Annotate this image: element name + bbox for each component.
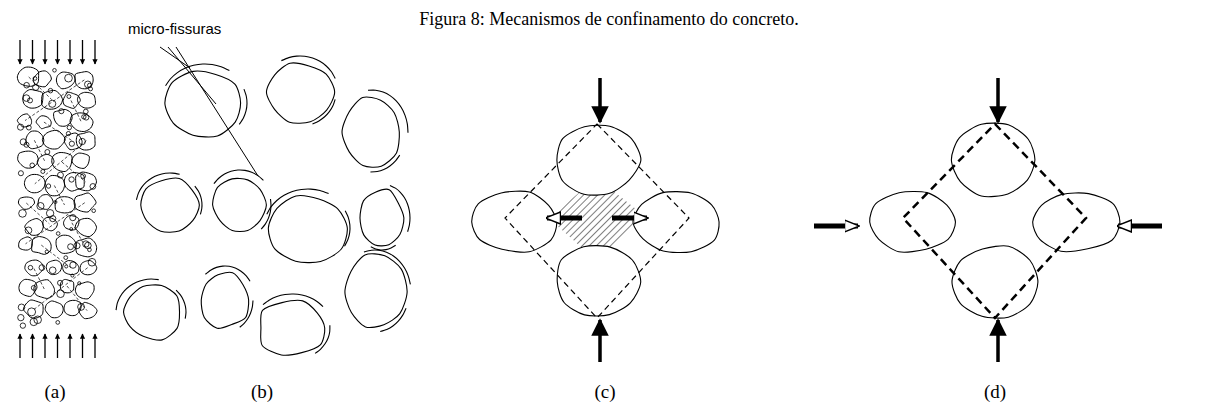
panel-label: (d): [984, 381, 1006, 403]
confinement-external-pressure: [814, 78, 1162, 362]
panel-label: (a): [44, 381, 65, 403]
leader-lines: [160, 47, 258, 176]
cracked-aggregates: [116, 56, 410, 355]
panel-label: (c): [594, 381, 615, 403]
dashed-diamond: [903, 124, 1086, 318]
leader-label: micro-fissuras: [128, 20, 221, 37]
load-arrows: [20, 40, 95, 358]
confinement-lateral-expansion: [472, 78, 719, 362]
figure-title: Figura 8: Mecanismos de confinamento do …: [419, 9, 798, 30]
aggregate-specimen: [17, 67, 97, 328]
panel-label: (b): [251, 381, 273, 403]
dashed-diamond: [505, 124, 689, 318]
